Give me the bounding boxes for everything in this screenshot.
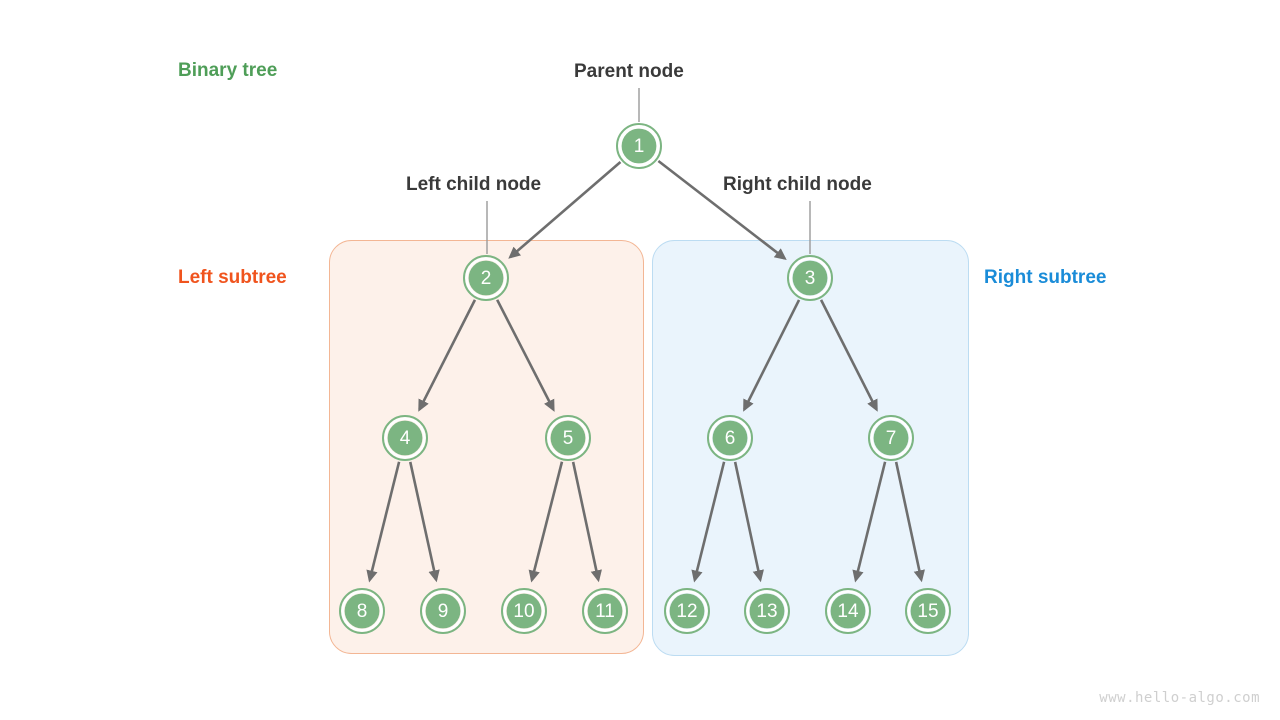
node-value: 9 bbox=[438, 601, 449, 622]
tree-edge-n4-n9 bbox=[408, 461, 440, 583]
node-inner-ring bbox=[666, 590, 708, 632]
node-inner-ring bbox=[384, 417, 426, 459]
node-value: 8 bbox=[357, 601, 368, 622]
tree-node-12[interactable]: 12 bbox=[664, 588, 710, 634]
page-title: Binary tree bbox=[178, 60, 278, 81]
node-fill bbox=[506, 593, 542, 629]
tree-edge-n7-n14 bbox=[852, 461, 887, 583]
watermark: www.hello-algo.com bbox=[1099, 690, 1260, 706]
tree-edge-n1-n2 bbox=[508, 161, 622, 259]
node-outer-ring bbox=[382, 415, 428, 461]
annotation-parent-node: Parent node bbox=[574, 61, 684, 82]
node-value: 6 bbox=[725, 428, 736, 449]
tree-node-4[interactable]: 4 bbox=[382, 415, 428, 461]
tree-node-8[interactable]: 8 bbox=[339, 588, 385, 634]
node-value: 10 bbox=[513, 601, 534, 622]
node-outer-ring bbox=[787, 255, 833, 301]
tree-edge-n4-n8 bbox=[366, 461, 401, 583]
node-inner-ring bbox=[709, 417, 751, 459]
tree-edge-n1-n3 bbox=[657, 159, 787, 261]
node-outer-ring bbox=[582, 588, 628, 634]
node-outer-ring bbox=[744, 588, 790, 634]
label-right-subtree: Right subtree bbox=[984, 267, 1107, 288]
node-value: 1 bbox=[634, 136, 645, 157]
node-outer-ring bbox=[501, 588, 547, 634]
annotation-left-child-node: Left child node bbox=[406, 174, 542, 195]
node-fill bbox=[669, 593, 705, 629]
node-inner-ring bbox=[547, 417, 589, 459]
node-value: 4 bbox=[400, 428, 411, 449]
node-outer-ring bbox=[905, 588, 951, 634]
tree-node-7[interactable]: 7 bbox=[868, 415, 914, 461]
node-inner-ring bbox=[789, 257, 831, 299]
node-fill bbox=[910, 593, 946, 629]
node-inner-ring bbox=[465, 257, 507, 299]
node-value: 7 bbox=[886, 428, 897, 449]
node-inner-ring bbox=[618, 125, 660, 167]
node-fill bbox=[873, 420, 909, 456]
node-value: 15 bbox=[917, 601, 938, 622]
tree-node-3[interactable]: 3 bbox=[787, 255, 833, 301]
tree-node-14[interactable]: 14 bbox=[825, 588, 871, 634]
tree-node-9[interactable]: 9 bbox=[420, 588, 466, 634]
node-value: 13 bbox=[756, 601, 777, 622]
tree-node-5[interactable]: 5 bbox=[545, 415, 591, 461]
tree-edge-n3-n7 bbox=[819, 299, 878, 412]
annotation-right-child-node: Right child node bbox=[723, 174, 872, 195]
node-fill bbox=[749, 593, 785, 629]
node-outer-ring bbox=[664, 588, 710, 634]
node-inner-ring bbox=[503, 590, 545, 632]
node-fill bbox=[344, 593, 380, 629]
tree-node-10[interactable]: 10 bbox=[501, 588, 547, 634]
tree-edge-n5-n10 bbox=[528, 461, 564, 583]
node-fill bbox=[792, 260, 828, 296]
tree-edge-n3-n6 bbox=[743, 299, 801, 412]
node-inner-ring bbox=[746, 590, 788, 632]
node-fill bbox=[621, 128, 657, 164]
node-outer-ring bbox=[463, 255, 509, 301]
node-outer-ring bbox=[545, 415, 591, 461]
node-fill bbox=[387, 420, 423, 456]
node-outer-ring bbox=[825, 588, 871, 634]
node-outer-ring bbox=[707, 415, 753, 461]
tree-node-1[interactable]: 1 bbox=[616, 123, 662, 169]
node-value: 14 bbox=[837, 601, 859, 622]
node-inner-ring bbox=[422, 590, 464, 632]
node-value: 3 bbox=[805, 268, 816, 289]
tree-edge-n5-n11 bbox=[571, 461, 602, 583]
node-outer-ring bbox=[339, 588, 385, 634]
node-outer-ring bbox=[868, 415, 914, 461]
tree-edge-n6-n12 bbox=[691, 461, 726, 583]
node-value: 2 bbox=[481, 268, 492, 289]
node-value: 5 bbox=[563, 428, 574, 449]
node-inner-ring bbox=[827, 590, 869, 632]
node-outer-ring bbox=[616, 123, 662, 169]
node-fill bbox=[712, 420, 748, 456]
node-inner-ring bbox=[907, 590, 949, 632]
tree-edge-n2-n4 bbox=[418, 299, 477, 412]
node-inner-ring bbox=[584, 590, 626, 632]
tree-edge-n6-n13 bbox=[733, 461, 764, 583]
tree-node-6[interactable]: 6 bbox=[707, 415, 753, 461]
node-fill bbox=[425, 593, 461, 629]
node-inner-ring bbox=[341, 590, 383, 632]
tree-node-2[interactable]: 2 bbox=[463, 255, 509, 301]
tree-node-13[interactable]: 13 bbox=[744, 588, 790, 634]
tree-edge-n7-n15 bbox=[894, 461, 925, 583]
label-left-subtree: Left subtree bbox=[178, 267, 287, 288]
node-value: 12 bbox=[676, 601, 697, 622]
node-inner-ring bbox=[870, 417, 912, 459]
tree-node-15[interactable]: 15 bbox=[905, 588, 951, 634]
node-fill bbox=[587, 593, 623, 629]
node-fill bbox=[550, 420, 586, 456]
tree-node-11[interactable]: 11 bbox=[582, 588, 628, 634]
node-fill bbox=[468, 260, 504, 296]
node-outer-ring bbox=[420, 588, 466, 634]
node-fill bbox=[830, 593, 866, 629]
tree-edge-n2-n5 bbox=[496, 299, 555, 412]
node-value: 11 bbox=[595, 601, 615, 622]
